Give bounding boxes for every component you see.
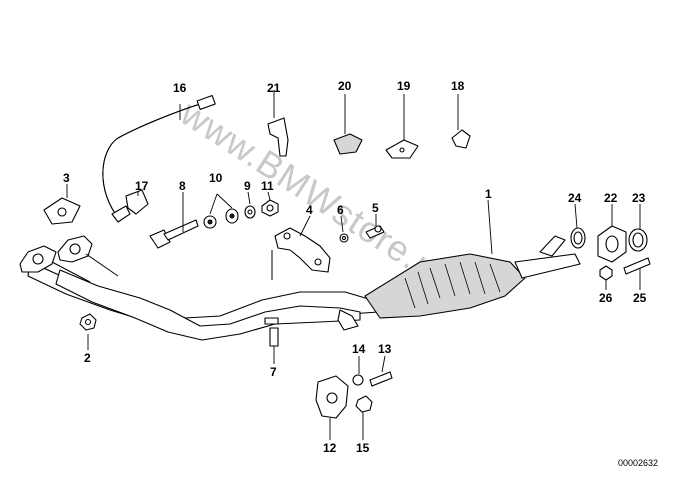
part-nut-2 — [79, 313, 97, 331]
part-bolt-7 — [269, 327, 279, 347]
diagram-reference-number: 00002632 — [618, 458, 658, 468]
part-hanger-12 — [315, 375, 349, 419]
callout-24: 24 — [568, 191, 582, 205]
callout-7: 7 — [270, 365, 277, 379]
callout-1: 1 — [485, 187, 492, 201]
part-washer-6 — [339, 233, 349, 243]
callout-17: 17 — [135, 179, 149, 193]
callout-25: 25 — [633, 291, 647, 305]
part-bolt-25 — [623, 257, 651, 275]
callout-14: 14 — [352, 342, 366, 356]
part-bolt-8 — [149, 219, 199, 249]
callout-4: 4 — [306, 203, 313, 217]
callout-3: 3 — [63, 171, 70, 185]
callout-21: 21 — [267, 81, 281, 95]
oxygen-sensor-cable — [102, 94, 216, 223]
callout-22: 22 — [604, 191, 618, 205]
exhaust-pipe-assembly — [19, 227, 581, 341]
part-mount-20 — [333, 133, 363, 155]
callout-18: 18 — [451, 79, 465, 93]
callout-26: 26 — [599, 291, 613, 305]
leader-lines — [66, 90, 641, 440]
part-gasket-3 — [43, 197, 81, 225]
callout-12: 12 — [323, 441, 337, 455]
part-bracket-21 — [267, 117, 289, 157]
part-nut-26 — [599, 265, 613, 281]
callout-5: 5 — [372, 201, 379, 215]
callout-6: 6 — [337, 203, 344, 217]
callout-10: 10 — [209, 171, 223, 185]
callout-15: 15 — [356, 441, 370, 455]
part-bushing-10 — [203, 208, 239, 229]
callout-2: 2 — [84, 351, 91, 365]
part-washer-9 — [244, 205, 256, 219]
callout-labels: 1 2 3 4 5 6 7 8 9 10 11 12 13 14 15 16 1… — [63, 79, 647, 455]
callout-13: 13 — [378, 342, 392, 356]
callout-9: 9 — [244, 179, 251, 193]
part-clip-17 — [125, 189, 149, 215]
part-bolt-5 — [365, 225, 385, 239]
part-nut-15 — [355, 395, 373, 413]
part-clip-18 — [451, 129, 471, 149]
part-ring-23 — [628, 228, 648, 252]
part-nut-11 — [261, 199, 279, 217]
callout-23: 23 — [632, 191, 646, 205]
callout-11: 11 — [261, 179, 274, 193]
callout-16: 16 — [173, 81, 187, 95]
part-washer-14 — [352, 374, 364, 386]
part-clamp-19 — [385, 139, 419, 159]
part-bolt-13 — [369, 371, 393, 387]
callout-19: 19 — [397, 79, 411, 93]
part-flange-22 — [597, 225, 627, 263]
callout-8: 8 — [179, 179, 186, 193]
part-ring-24 — [570, 227, 586, 249]
callout-20: 20 — [338, 79, 352, 93]
